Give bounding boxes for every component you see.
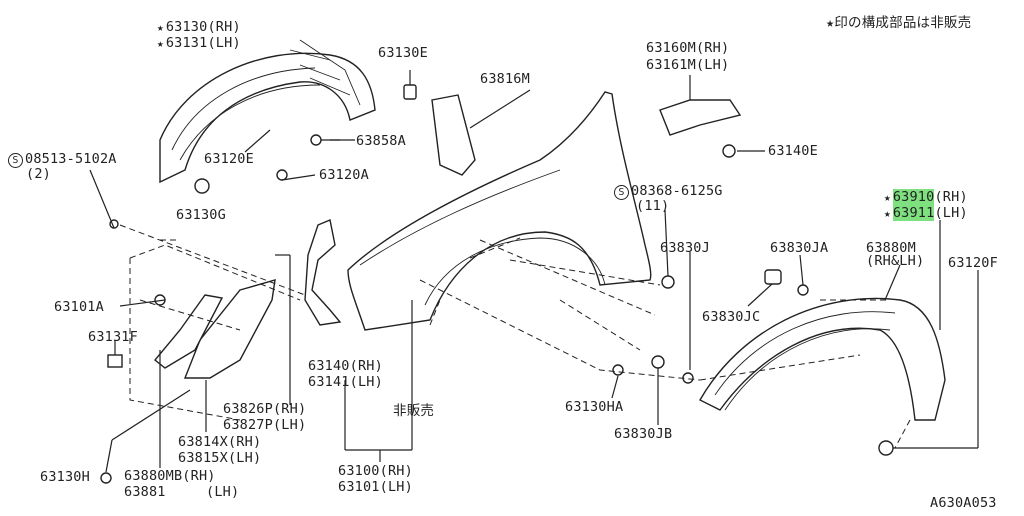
label-63881: 63881 [124, 484, 166, 500]
label-63120a: 63120A [319, 167, 369, 183]
label-63830jb: 63830JB [614, 426, 673, 442]
label-63161m-lh: 63161M(LH) [646, 57, 730, 73]
label-08513-qty: (2) [26, 166, 51, 182]
label-not-for-sale: 非販売 [393, 403, 435, 419]
label-63100-rh: 63100(RH) [338, 463, 413, 479]
label-63830j: 63830J [660, 240, 710, 256]
fender-liner-front-drawing [159, 39, 376, 184]
label-63880m-sides: (RH&LH) [866, 253, 925, 269]
seal-63814x-drawing [154, 294, 224, 369]
label-63881-lh: (LH) [206, 484, 240, 500]
label-63131f: 63131F [88, 329, 138, 345]
label-63140e: 63140E [768, 143, 818, 159]
bracket-63140-drawing [304, 219, 342, 326]
label-63120e: 63120E [204, 151, 254, 167]
label-63814x-rh: 63814X(RH) [178, 434, 262, 450]
label-63141-lh: 63141(LH) [308, 374, 383, 390]
assembly-dash-lines [119, 224, 911, 449]
fasteners-drawing [100, 134, 894, 484]
label-63160m-rh: 63160M(RH) [646, 40, 730, 56]
label-63131-lh: ★63131(LH) [157, 35, 241, 51]
label-63130ha: 63130HA [565, 399, 624, 415]
label-63101a: 63101A [54, 299, 104, 315]
s-mark-icon: S [614, 185, 629, 200]
label-63140-rh: 63140(RH) [308, 358, 383, 374]
fender-flare-drawing [699, 297, 946, 421]
label-63815x-lh: 63815X(LH) [178, 450, 262, 466]
bracket-63816m-drawing [431, 94, 476, 176]
figure-id: A630A053 [930, 495, 997, 511]
label-63858a: 63858A [356, 133, 406, 149]
label-63910-rh: ★63910(RH) [884, 189, 968, 205]
label-08368-qty: (11) [636, 198, 670, 214]
label-63826p-rh: 63826P(RH) [223, 401, 307, 417]
label-63130g: 63130G [176, 207, 226, 223]
label-63130e: 63130E [378, 45, 428, 61]
label-63830ja: 63830JA [770, 240, 829, 256]
leader-lines [89, 70, 979, 473]
label-63120f: 63120F [948, 255, 998, 271]
clip-63130e-drawing [403, 84, 417, 100]
bracket-63160m-drawing [659, 99, 742, 136]
label-63130-rh: ★63130(RH) [157, 19, 241, 35]
s-mark-icon: S [8, 153, 23, 168]
label-63880mb-rh: 63880MB(RH) [124, 468, 216, 484]
label-63130h: 63130H [40, 469, 90, 485]
label-63880m: 63880M [866, 240, 916, 256]
note-nonsale-parts: ★印の構成部品は非販売 [826, 15, 972, 31]
label-63911-lh: ★63911(LH) [884, 205, 968, 221]
label-63816m: 63816M [480, 71, 530, 87]
label-63101-lh: 63101(LH) [338, 479, 413, 495]
front-fender-drawing [347, 91, 652, 331]
label-63827p-lh: 63827P(LH) [223, 417, 307, 433]
label-63830jc: 63830JC [702, 309, 761, 325]
